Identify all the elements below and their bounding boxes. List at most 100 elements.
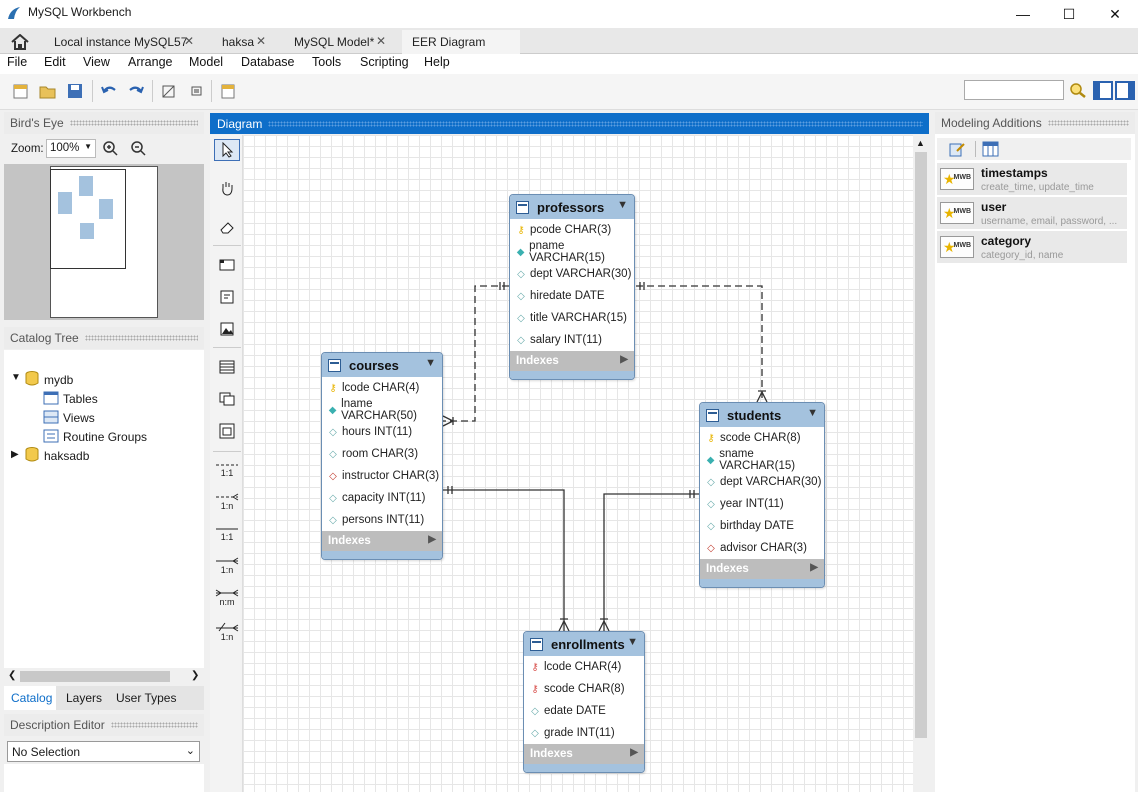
tab-local-instance[interactable]: Local instance MySQL57✕ [44,30,202,54]
toggle-secondary-sidebar-icon[interactable] [1115,81,1135,100]
column-row[interactable]: ⚷lcode CHAR(4) [524,656,644,678]
open-model-icon[interactable] [39,82,57,100]
tab-close-icon[interactable]: ✕ [255,34,266,48]
entity-header[interactable]: courses▼ [322,353,442,377]
expand-arrow-icon[interactable]: ▶ [11,449,19,460]
redo-icon[interactable] [127,82,145,100]
snippet-table-icon[interactable] [982,141,999,157]
undo-icon[interactable] [100,82,118,100]
column-row[interactable]: ◆sname VARCHAR(15) [700,448,824,472]
entity-students[interactable]: students▼ ⚷scode CHAR(8) ◆sname VARCHAR(… [699,402,825,588]
column-row[interactable]: ◆lname VARCHAR(50) [322,398,442,422]
catalog-item-views[interactable]: Views [63,411,95,425]
collapse-arrow-icon[interactable]: ▼ [425,357,436,369]
column-row[interactable]: ◇salary INT(11) [510,329,634,351]
indexes-section[interactable]: Indexes▶ [700,559,824,579]
column-row[interactable]: ◇persons INT(11) [322,509,442,531]
search-input[interactable] [964,80,1064,100]
collapse-arrow-icon[interactable]: ▼ [617,199,628,211]
rel-courses-enrollments[interactable] [443,486,570,632]
zoom-in-icon[interactable] [102,140,119,157]
toggle-grid-icon[interactable] [160,82,178,100]
catalog-item-routine-groups[interactable]: Routine Groups [63,430,148,444]
menu-view[interactable]: View [83,55,110,69]
tab-close-icon[interactable]: ✕ [375,34,386,48]
eraser-tool[interactable] [214,216,240,238]
selection-dropdown[interactable]: No Selection⌄ [7,741,200,762]
select-tool[interactable] [214,139,240,161]
menu-tools[interactable]: Tools [312,55,342,69]
column-row[interactable]: ⚷lcode CHAR(4) [322,377,442,399]
schema-mydb[interactable]: mydb [44,373,74,387]
align-to-grid-icon[interactable] [188,82,206,100]
zoom-select[interactable]: 100%▼ [46,139,96,158]
scrollbar-thumb[interactable] [915,152,927,738]
tab-haksa[interactable]: haksa✕ [212,30,274,54]
expand-arrow-icon[interactable]: ▼ [11,372,21,383]
entity-header[interactable]: students▼ [700,403,824,427]
column-row[interactable]: ◇year INT(11) [700,493,824,515]
column-row[interactable]: ◇dept VARCHAR(30) [510,263,634,285]
menu-scripting[interactable]: Scripting [360,55,409,69]
rel-professors-courses[interactable] [442,282,509,427]
maximize-button[interactable]: ☐ [1062,5,1076,22]
column-row[interactable]: ◇title VARCHAR(15) [510,307,634,329]
tab-eer-diagram[interactable]: EER Diagram [402,30,520,54]
tab-mysql-model[interactable]: MySQL Model*✕ [284,30,394,54]
column-row[interactable]: ⚷scode CHAR(8) [700,427,824,449]
entity-enrollments[interactable]: enrollments▼ ⚷lcode CHAR(4) ⚷scode CHAR(… [523,631,645,773]
view-tool[interactable] [214,388,240,410]
relationship-1-n-nonidentifying-tool[interactable]: 1:n [214,491,240,513]
menu-file[interactable]: File [7,55,28,69]
menu-help[interactable]: Help [424,55,450,69]
new-model-icon[interactable] [12,82,30,100]
column-row[interactable]: ◇hiredate DATE [510,285,634,307]
column-row[interactable]: ◆pname VARCHAR(15) [510,240,634,264]
column-row[interactable]: ◇hours INT(11) [322,421,442,443]
table-tool[interactable] [214,356,240,378]
rel-professors-students[interactable] [636,282,768,403]
column-row[interactable]: ◇room CHAR(3) [322,443,442,465]
column-row[interactable]: ◇dept VARCHAR(30) [700,471,824,493]
column-row[interactable]: ◇capacity INT(11) [322,487,442,509]
relationship-1-n-identifying-tool[interactable]: 1:n [214,555,240,577]
entity-courses[interactable]: courses▼ ⚷lcode CHAR(4) ◆lname VARCHAR(5… [321,352,443,560]
hand-tool[interactable] [214,177,240,199]
tab-layers[interactable]: Layers [66,691,103,705]
scroll-right-icon[interactable]: ❯ [191,670,200,681]
image-tool[interactable] [214,318,240,340]
export-image-icon[interactable] [219,82,237,100]
minimize-button[interactable]: — [1016,6,1030,22]
toggle-sidebar-icon[interactable] [1093,81,1113,100]
schema-haksadb[interactable]: haksadb [44,449,90,463]
collapse-arrow-icon[interactable]: ▼ [627,636,638,648]
search-icon[interactable] [1068,81,1088,99]
description-text-area[interactable] [4,764,204,792]
column-row[interactable]: ⚷scode CHAR(8) [524,678,644,700]
entity-header[interactable]: professors▼ [510,195,634,219]
collapse-arrow-icon[interactable]: ▼ [807,407,818,419]
scroll-left-icon[interactable]: ❮ [8,670,17,681]
rel-students-enrollments[interactable] [598,490,700,632]
catalog-item-tables[interactable]: Tables [63,392,98,406]
tab-close-icon[interactable]: ✕ [183,34,194,48]
column-row[interactable]: ⚷pcode CHAR(3) [510,219,634,241]
indexes-section[interactable]: Indexes▶ [322,531,442,551]
relationship-1-1-nonidentifying-tool[interactable]: 1:1 [214,459,240,481]
scroll-up-icon[interactable]: ▲ [916,138,925,148]
tab-catalog[interactable]: Catalog [11,691,53,705]
relationship-existing-columns-tool[interactable]: 1:n [214,621,240,643]
menu-database[interactable]: Database [241,55,295,69]
note-tool[interactable] [214,286,240,308]
column-row[interactable]: ◇birthday DATE [700,515,824,537]
close-button[interactable]: ✕ [1109,5,1121,22]
save-model-icon[interactable] [66,82,84,100]
home-tab[interactable] [6,31,34,53]
birds-eye-viewport[interactable] [50,169,126,269]
relationship-1-1-identifying-tool[interactable]: 1:1 [214,523,240,545]
zoom-out-icon[interactable] [130,140,147,157]
tab-user-types[interactable]: User Types [116,691,177,705]
